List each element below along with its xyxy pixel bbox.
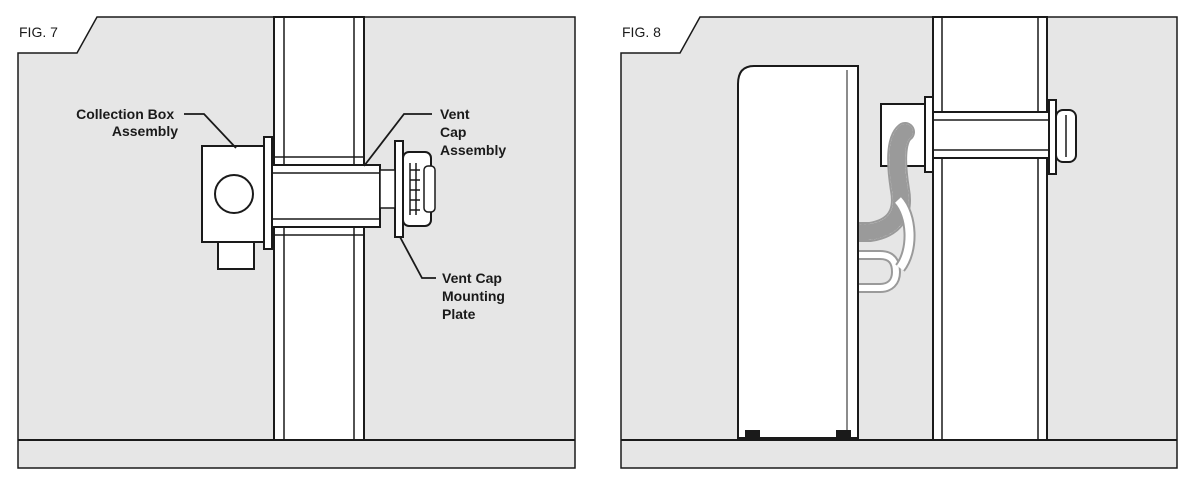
fig7-box-flange xyxy=(263,136,273,250)
fig7-label-vent-cap-assembly: Vent Cap Assembly xyxy=(440,106,506,158)
figure-7: FIG. 7 xyxy=(17,16,576,469)
fig8-lower-hose-core xyxy=(856,252,900,291)
fig7-vent-cap-louvers xyxy=(409,163,420,215)
fig7-collection-box-drain xyxy=(217,241,255,270)
fig8-water-heater-cabinet xyxy=(737,65,859,439)
fig8-inner-flange xyxy=(924,96,934,173)
fig8-flex-hose xyxy=(848,122,915,242)
fig8-lower-hose-arm-core xyxy=(894,197,914,271)
fig7-tag: FIG. 7 xyxy=(19,24,58,40)
fig7-collection-box-port xyxy=(214,174,254,214)
figure-8: FIG. 8 xyxy=(620,16,1178,469)
fig7-leader-vent-cap-assembly xyxy=(363,113,432,167)
fig7-leader-vent-cap-plate xyxy=(399,236,436,279)
fig7-vent-cap-mounting-plate xyxy=(394,140,404,238)
fig7-vent-cap-face xyxy=(423,165,436,213)
fig8-wall-panel xyxy=(620,16,1178,469)
fig7-wall-stud xyxy=(273,16,365,441)
fig7-vent-cap-neck xyxy=(379,169,396,209)
fig8-cabinet-foot-left xyxy=(745,430,760,440)
fig8-cabinet-foot-right xyxy=(836,430,851,440)
fig7-label-vent-cap-plate: Vent Cap Mounting Plate xyxy=(442,270,509,322)
fig7-leader-collection-box xyxy=(184,113,237,149)
fig7-label-collection-box: Collection Box Assembly xyxy=(76,106,178,139)
fig8-vent-cap-plate xyxy=(1048,99,1057,175)
fig8-tag: FIG. 8 xyxy=(622,24,661,40)
fig8-wall-stud xyxy=(932,16,1048,441)
fig7-vent-pipe xyxy=(267,164,381,228)
fig8-vent-pipe xyxy=(929,111,1053,159)
